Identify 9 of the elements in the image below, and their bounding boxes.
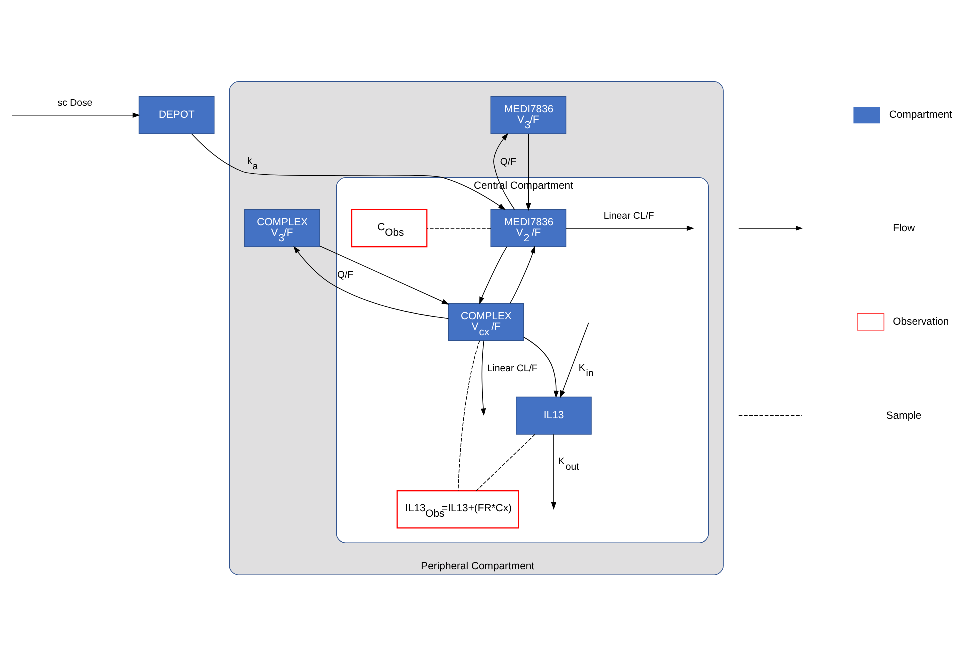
legend-label: Observation: [893, 316, 950, 328]
legend-label: Compartment: [889, 110, 952, 122]
legend-label: Flow: [893, 224, 916, 235]
edge-label: sc Dose: [58, 98, 93, 110]
edge-label: Linear CL/F: [604, 211, 654, 222]
edge-label: Q/F: [338, 270, 354, 281]
edge-label: Q/F: [500, 156, 516, 168]
legend-label: Sample: [886, 411, 922, 422]
edge-label: Linear CL/F: [487, 364, 538, 375]
